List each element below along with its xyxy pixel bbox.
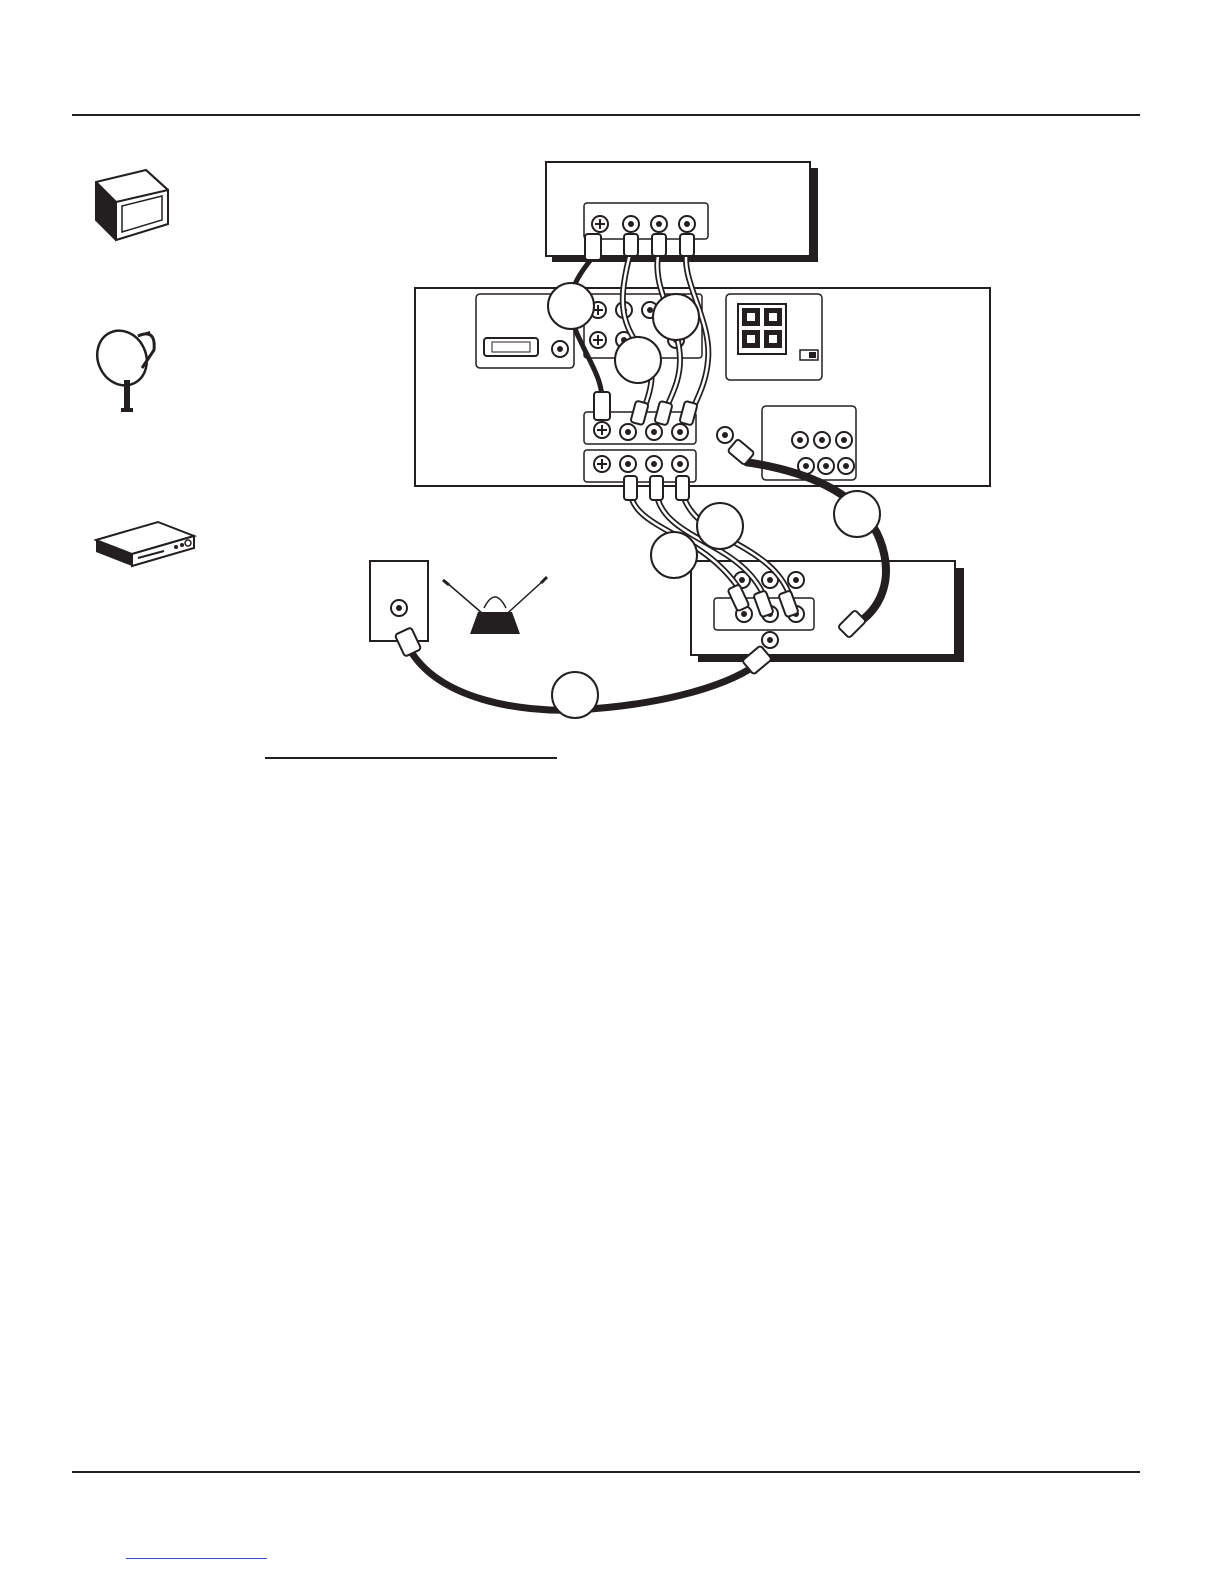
wall-jack bbox=[370, 561, 428, 641]
callout-circle bbox=[834, 491, 880, 537]
tv-monitor-icon bbox=[86, 162, 174, 244]
caption-rule bbox=[265, 757, 557, 759]
callout-circle bbox=[615, 337, 661, 383]
vcr-deck-icon bbox=[94, 518, 198, 570]
connection-diagram bbox=[340, 150, 1000, 725]
callout-circle bbox=[651, 532, 697, 578]
callout-circle bbox=[697, 503, 743, 549]
callout-circle bbox=[552, 672, 598, 718]
footer-link-underline[interactable] bbox=[126, 1558, 267, 1559]
callout-circle bbox=[548, 283, 594, 329]
rabbit-ear-antenna bbox=[443, 577, 547, 634]
footer-rule bbox=[72, 1471, 1140, 1473]
callout-circle bbox=[653, 294, 699, 340]
header-rule bbox=[72, 114, 1140, 116]
satellite-dish-icon bbox=[92, 324, 170, 416]
